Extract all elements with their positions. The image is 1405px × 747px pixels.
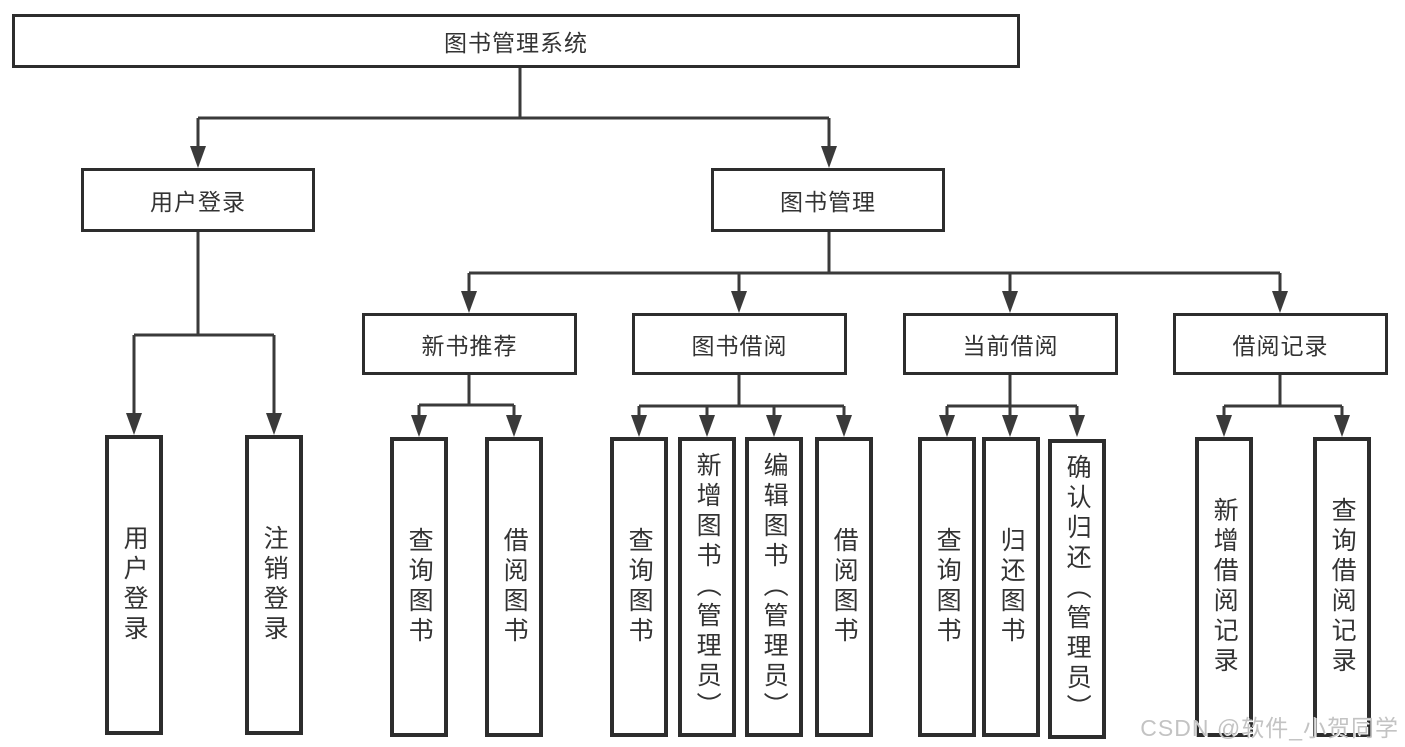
node-label: 当前借阅	[962, 333, 1059, 359]
node-label: 归还图书	[997, 527, 1026, 647]
node-label: 图书管理	[780, 189, 876, 215]
node-label: 图书管理系统	[444, 30, 588, 56]
node-label: 用户登录	[150, 189, 246, 215]
watermark: CSDN @软件_小贺同学	[1140, 715, 1399, 741]
node-label: 确认归还（管理员）	[1063, 454, 1092, 724]
leaf-query-books-borrow: 查询图书	[610, 437, 668, 737]
leaf-confirm-return-admin: 确认归还（管理员）	[1048, 439, 1106, 739]
node-label: 图书借阅	[691, 333, 788, 359]
node-label: 查询图书	[405, 527, 434, 647]
node-borrowing-records: 借阅记录	[1173, 313, 1388, 375]
leaf-add-book-admin: 新增图书（管理员）	[678, 437, 736, 737]
node-new-book-recommendation: 新书推荐	[362, 313, 577, 375]
node-root: 图书管理系统	[12, 14, 1020, 68]
node-label: 借阅记录	[1232, 333, 1329, 359]
node-label: 注销登录	[260, 525, 289, 645]
node-user-login: 用户登录	[81, 168, 315, 232]
leaf-borrow-books-recommend: 借阅图书	[485, 437, 543, 737]
leaf-logout: 注销登录	[245, 435, 303, 735]
leaf-user-login: 用户登录	[105, 435, 163, 735]
leaf-edit-book-admin: 编辑图书（管理员）	[745, 437, 803, 737]
node-label: 新书推荐	[421, 333, 518, 359]
leaf-borrow-books-borrow: 借阅图书	[815, 437, 873, 737]
node-book-management: 图书管理	[711, 168, 945, 232]
leaf-query-borrow-record: 查询借阅记录	[1313, 437, 1371, 737]
node-label: 用户登录	[120, 525, 149, 645]
leaf-return-book: 归还图书	[982, 437, 1040, 737]
node-label: 借阅图书	[830, 527, 859, 647]
node-label: 借阅图书	[500, 527, 529, 647]
node-label: 编辑图书（管理员）	[760, 452, 789, 722]
node-label: 查询图书	[933, 527, 962, 647]
node-label: 查询图书	[625, 527, 654, 647]
node-label: 新增图书（管理员）	[693, 452, 722, 722]
leaf-add-borrow-record: 新增借阅记录	[1195, 437, 1253, 737]
leaf-query-books-current: 查询图书	[918, 437, 976, 737]
node-book-borrowing: 图书借阅	[632, 313, 847, 375]
leaf-query-books-recommend: 查询图书	[390, 437, 448, 737]
node-label: 新增借阅记录	[1210, 497, 1239, 677]
node-current-borrowing: 当前借阅	[903, 313, 1118, 375]
node-label: 查询借阅记录	[1328, 497, 1357, 677]
